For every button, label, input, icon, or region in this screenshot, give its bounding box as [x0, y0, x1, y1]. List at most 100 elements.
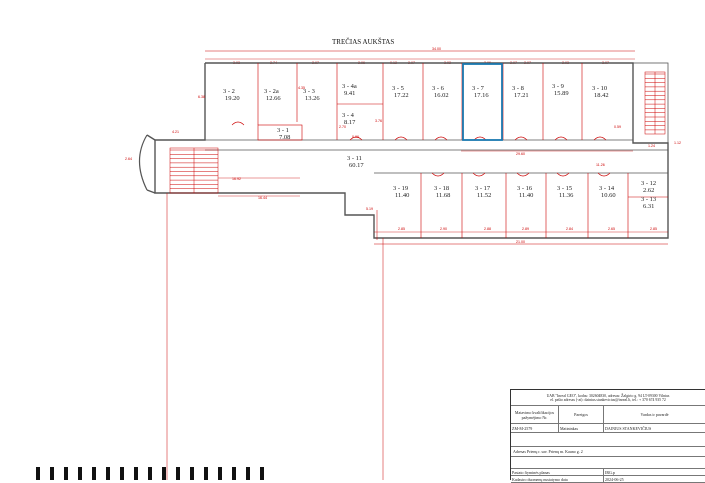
room-area: 7.08 — [279, 134, 290, 141]
dim-misc: 1.12 — [674, 141, 681, 145]
room-id: 3 - 9 — [552, 83, 564, 90]
room-area: 19.20 — [225, 95, 240, 102]
dim-misc: 2.64 — [125, 157, 132, 161]
scale-bar-segment — [204, 467, 208, 480]
scale-bar-segment — [218, 467, 222, 480]
stamp-date-value: 2024-06-25 — [605, 476, 624, 482]
room-area: 12.66 — [266, 95, 281, 102]
dim-corridor: 29.60 — [516, 152, 525, 156]
scale-bar-segment — [92, 467, 96, 480]
room-area: 11.40 — [395, 192, 409, 199]
dim-misc: 4.35 — [298, 86, 305, 90]
room-area: 13.26 — [305, 95, 320, 102]
misc-dimensions: 6.384.212.644.352.703.760.590.961.241.12… — [125, 86, 681, 211]
dim-bottom-segment: 2.84 — [566, 227, 573, 231]
dim-misc: 0.96 — [352, 135, 359, 139]
dim-bottom-segment: 2.65 — [608, 227, 615, 231]
room-area: 16.02 — [434, 92, 449, 99]
overall-dimension-top: 34.00 — [205, 47, 635, 52]
scale-bar-segment — [120, 467, 124, 480]
scale-bar-segment — [232, 467, 236, 480]
dim-misc: 3.76 — [375, 119, 382, 123]
room-id: 3 - 1 — [277, 127, 289, 134]
scale-bar-segment — [162, 467, 166, 480]
stamp-col2-header: Pareigos — [559, 406, 604, 423]
room-area: 18.42 — [594, 92, 609, 99]
dim-bottom-segment: 2.88 — [484, 227, 491, 231]
room-area: 15.89 — [554, 90, 569, 97]
stamp-cert-no: ZM-M-2579 — [511, 424, 559, 432]
room-id: 3 - 15 — [557, 185, 572, 192]
stamp-plan-label: Pastato fiyminės planas — [511, 469, 604, 475]
room-id: 3 - 10 — [592, 85, 607, 92]
building-walls — [138, 62, 669, 239]
scale-bar — [36, 467, 264, 480]
title-block: UAB "Inreal GEO", kodas: 302604830, adre… — [510, 389, 705, 483]
scale-bar-segment — [246, 467, 250, 480]
scale-bar-segment — [36, 467, 40, 480]
room-id: 3 - 11 — [347, 155, 362, 162]
highlighted-room-3-7[interactable] — [462, 63, 503, 141]
scale-bar-segment — [176, 467, 180, 480]
scale-bar-segment — [64, 467, 68, 480]
room-id: 3 - 17 — [475, 185, 491, 192]
room-area: 11.52 — [477, 192, 491, 199]
stamp-address: Adresas Prienų r. sav. Prienų m. Kauno g… — [513, 449, 583, 454]
room-area: 11.68 — [436, 192, 450, 199]
left-staircase — [169, 147, 219, 194]
room-area: 10.60 — [601, 192, 616, 199]
dim-overall-top: 34.00 — [432, 47, 441, 51]
room-id: 3 - 4a — [342, 83, 357, 90]
dim-misc: 1.24 — [648, 144, 655, 148]
dim-bottom-segment: 2.90 — [440, 227, 447, 231]
room-area: 17.16 — [474, 92, 489, 99]
room-id: 3 - 5 — [392, 85, 404, 92]
stamp-col1-header: Matavimo kvalifikacijos pažymėjimo Nr. — [511, 406, 559, 423]
bottom-dimension-strip: 21.00 29.60 16.92 16.44 2.85 2.90 2.88 2.89… — [218, 150, 668, 245]
dim-overall-bottom: 21.00 — [516, 240, 525, 244]
dim-misc: 4.21 — [172, 130, 179, 134]
dim-misc: 11.26 — [596, 163, 605, 167]
room-id: 3 - 8 — [512, 85, 524, 92]
scale-bar-segment — [148, 467, 152, 480]
room-id: 3 - 2 — [223, 88, 235, 95]
guide-lines — [166, 193, 384, 480]
room-id: 3 - 16 — [517, 185, 533, 192]
dim-bottom-segment: 2.85 — [650, 227, 657, 231]
scale-bar-segment — [78, 467, 82, 480]
dim-misc: 2.70 — [339, 125, 346, 129]
room-id: 3 - 18 — [434, 185, 449, 192]
dim-left-stair: 16.92 — [232, 177, 241, 181]
dim-misc: 5.19 — [366, 207, 373, 211]
room-id: 3 - 3 — [303, 88, 315, 95]
dim-left-stair-b: 16.44 — [258, 196, 267, 200]
stamp-contact: el. pašto adresas (-ai): dainius.stankev… — [550, 397, 666, 402]
room-area: 11.40 — [519, 192, 533, 199]
room-id: 3 - 2a — [264, 88, 279, 95]
floor-title: TREČIAS AUKŠTAS — [332, 38, 394, 46]
room-id: 3 - 13 — [641, 196, 656, 203]
dim-bottom-segment: 2.89 — [522, 227, 529, 231]
stamp-position: Matininkas — [559, 424, 604, 432]
scale-bar-segment — [260, 467, 264, 480]
room-area: 60.17 — [349, 162, 364, 169]
room-area: 8.17 — [344, 119, 356, 126]
scale-bar-segment — [134, 467, 138, 480]
stamp-company: UAB "Inreal GEO", kodas: 302604830, adre… — [546, 393, 670, 398]
dim-misc: 6.38 — [198, 95, 205, 99]
stamp-plan-value: IRG.p — [605, 469, 615, 475]
room-id: 3 - 14 — [599, 185, 615, 192]
room-area: 17.22 — [394, 92, 409, 99]
interior-walls — [231, 63, 668, 238]
room-area: 11.36 — [559, 192, 574, 199]
stamp-date-label: Kadastro duomenų nustatymo data — [511, 476, 604, 482]
dim-bottom-segment: 2.85 — [398, 227, 405, 231]
scale-bar-segment — [190, 467, 194, 480]
stamp-name: DAINIUS STANKEVIČIUS — [605, 425, 652, 431]
right-staircase — [644, 71, 666, 135]
stamp-col3-header: Vardas ir pavardė — [640, 412, 669, 417]
room-id: 3 - 6 — [432, 85, 445, 92]
